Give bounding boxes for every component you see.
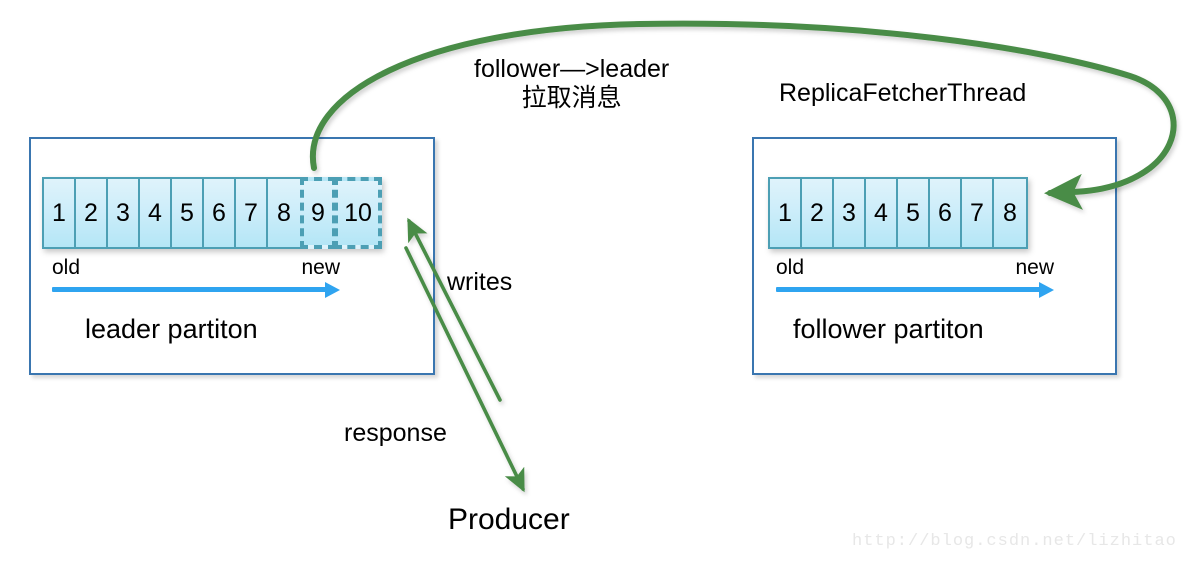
message-cell: 8 xyxy=(992,177,1028,249)
message-cell: 4 xyxy=(138,177,172,249)
follower-axis-new-label: new xyxy=(1015,256,1054,279)
writes-label: writes xyxy=(447,268,513,296)
leader-axis-new-label: new xyxy=(301,256,340,279)
message-cell: 5 xyxy=(170,177,204,249)
follower-axis-old-label: old xyxy=(776,256,805,279)
follower-axis-arrowhead-icon xyxy=(1039,282,1054,298)
follower-partition-caption: follower partiton xyxy=(793,314,984,344)
fetch-request-label: follower—>leader 拉取消息 xyxy=(474,55,669,113)
leader-old-new-axis: old new xyxy=(52,256,340,302)
producer-label: Producer xyxy=(448,503,570,536)
message-cell: 9 xyxy=(300,177,336,249)
message-cell: 2 xyxy=(800,177,834,249)
replica-fetcher-thread-label: ReplicaFetcherThread xyxy=(779,79,1027,107)
message-cell: 5 xyxy=(896,177,930,249)
response-label: response xyxy=(344,419,447,447)
message-cell: 6 xyxy=(928,177,962,249)
leader-axis-arrowhead-icon xyxy=(325,282,340,298)
leader-partition-caption: leader partiton xyxy=(85,314,258,344)
message-cell: 1 xyxy=(42,177,76,249)
leader-axis-line xyxy=(52,287,328,292)
message-cell: 10 xyxy=(334,177,382,249)
message-cell: 3 xyxy=(832,177,866,249)
leader-axis-old-label: old xyxy=(52,256,81,279)
fetch-request-label-line1: follower—>leader xyxy=(474,55,670,83)
message-cell: 7 xyxy=(960,177,994,249)
message-cell: 4 xyxy=(864,177,898,249)
message-cell: 7 xyxy=(234,177,268,249)
message-cell: 6 xyxy=(202,177,236,249)
message-cell: 1 xyxy=(768,177,802,249)
source-watermark: http://blog.csdn.net/lizhitao xyxy=(852,532,1177,551)
message-cell: 3 xyxy=(106,177,140,249)
message-cell: 8 xyxy=(266,177,302,249)
message-cell: 2 xyxy=(74,177,108,249)
follower-old-new-axis: old new xyxy=(776,256,1054,302)
fetch-request-label-line2: 拉取消息 xyxy=(521,83,622,112)
follower-axis-line xyxy=(776,287,1042,292)
